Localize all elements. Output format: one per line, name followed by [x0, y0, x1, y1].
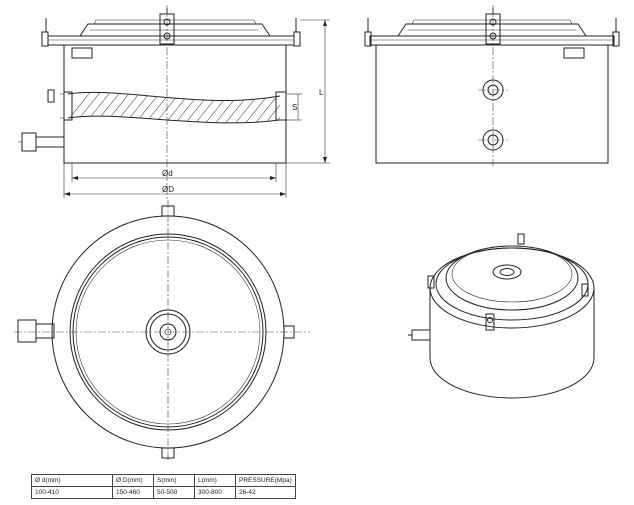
table-row: 100-410 150-460 50-500 300-800 26-42 [31, 486, 296, 499]
side-nameplate [563, 47, 585, 59]
oil-port-fitting [21, 132, 37, 152]
spec-value-cell: 300-800 [194, 486, 236, 499]
spec-value-cell: 100-410 [31, 486, 113, 499]
top-view [14, 200, 310, 462]
spec-header-cell: Ø D(mm) [112, 474, 154, 487]
spec-table: Ø d(mm) Ø D(mm) S(mm) L(mm) PRESSURE(Mpa… [31, 474, 296, 499]
piston-section-hatch [68, 92, 280, 123]
nameplate [71, 47, 93, 59]
isometric-view [408, 233, 595, 399]
outer-diameter-dim-label: ØD [162, 185, 174, 194]
spec-value-cell: 26-42 [235, 486, 296, 499]
iso-body [429, 288, 595, 399]
top-view-port [17, 319, 37, 343]
side-flange [369, 35, 615, 46]
spec-table-header-row: Ø d(mm) Ø D(mm) S(mm) L(mm) PRESSURE(Mpa… [31, 474, 296, 487]
front-section-view: L S Ød ØD [18, 5, 330, 200]
spec-value-cell: 50-500 [153, 486, 195, 499]
spec-value-cell: 150-460 [112, 486, 154, 499]
iso-center-boss [492, 264, 522, 280]
side-view [364, 5, 620, 166]
right-clamp [293, 31, 301, 47]
cover-plate [79, 23, 271, 37]
spec-header-cell: S(mm) [153, 474, 195, 487]
cylinder-body [63, 44, 287, 164]
spec-header-cell: PRESSURE(Mpa) [235, 474, 296, 487]
spec-header-cell: Ø d(mm) [31, 474, 113, 487]
iso-port [411, 329, 431, 341]
iso-cover [445, 245, 579, 311]
spec-header-cell: L(mm) [194, 474, 236, 487]
left-clamp [41, 31, 49, 47]
length-dim-label: L [319, 88, 324, 97]
inner-diameter-dim-label: Ød [162, 169, 173, 178]
stroke-dim-label: S [292, 103, 297, 112]
